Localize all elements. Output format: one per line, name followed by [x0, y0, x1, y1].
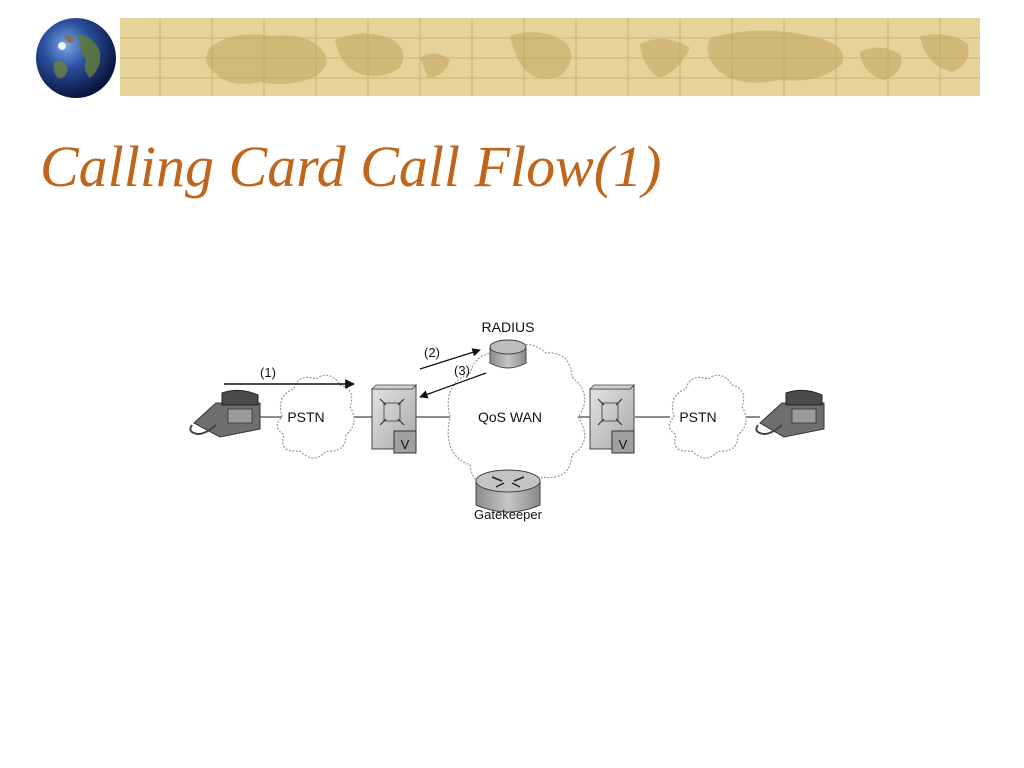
step-2-label: (2) [424, 345, 440, 360]
world-map-banner [120, 18, 980, 96]
pstn-left-cloud-icon [276, 374, 355, 459]
gatekeeper-router-icon [475, 469, 541, 513]
gatekeeper-label: Gatekeeper [474, 507, 543, 522]
slide-title: Calling Card Call Flow(1) [40, 134, 662, 199]
radius-database-icon [489, 339, 527, 369]
pstn-right-label: PSTN [679, 409, 716, 425]
gateway-left-badge: V [401, 437, 410, 452]
pstn-right-cloud-icon [668, 374, 747, 459]
step-3-label: (3) [454, 363, 470, 378]
gateway-right-badge: V [619, 437, 628, 452]
telephone-right-icon [755, 389, 825, 438]
pstn-left-label: PSTN [287, 409, 324, 425]
qos-wan-label: QoS WAN [478, 409, 542, 425]
globe-icon [32, 14, 120, 102]
voice-gateway-left-icon [371, 383, 417, 454]
step-1-label: (1) [260, 365, 276, 380]
radius-label: RADIUS [482, 319, 535, 335]
call-flow-diagram: PSTN (1) V QoS WAN RADIUS (2) (3) [189, 319, 825, 522]
voice-gateway-right-icon [589, 383, 635, 454]
telephone-left-icon [189, 389, 261, 438]
